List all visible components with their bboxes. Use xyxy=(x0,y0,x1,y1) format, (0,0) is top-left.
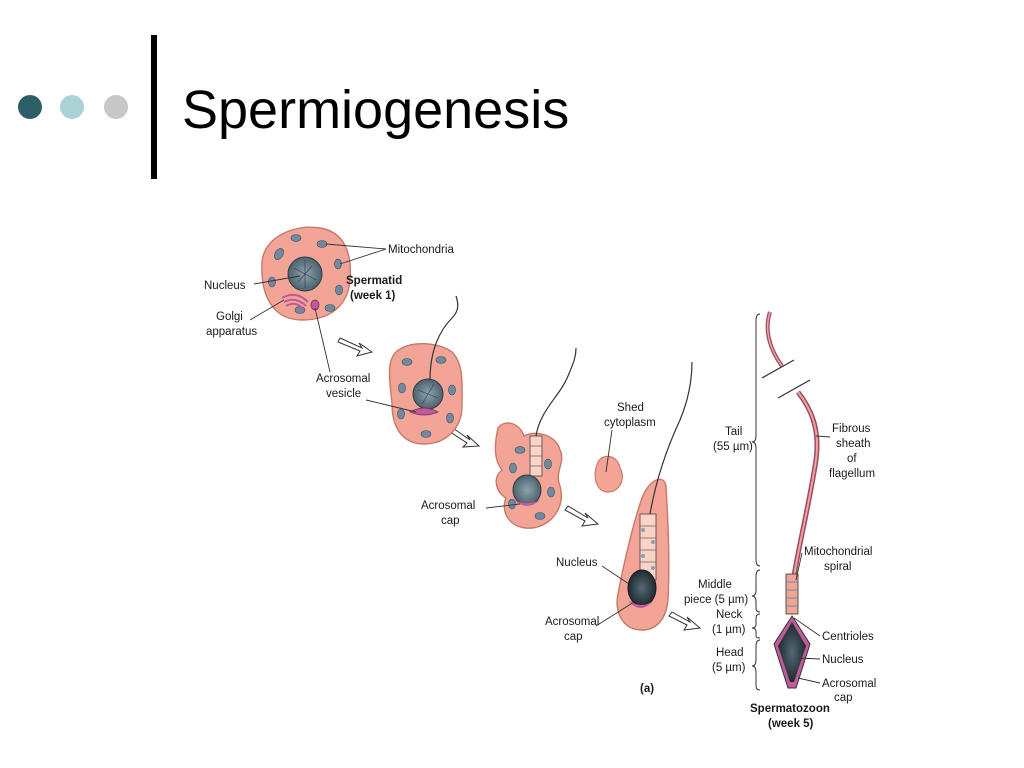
label-neck-2: (1 µm) xyxy=(712,624,746,636)
label-mito-spiral-1: Mitochondrial xyxy=(804,546,872,558)
label-golgi-2: apparatus xyxy=(206,326,257,338)
label-acrosomal-cap-b1: Acrosomal xyxy=(545,616,599,628)
slide-title: Spermiogenesis xyxy=(182,80,570,140)
label-tail-1: Tail xyxy=(725,426,742,438)
label-tail-2: (55 µm) xyxy=(713,441,753,453)
label-acrosomal-cap-c2: cap xyxy=(834,692,853,704)
label-middle-1: Middle xyxy=(698,579,732,591)
label-middle-2: piece (5 µm) xyxy=(684,594,748,606)
label-week5: (week 5) xyxy=(768,718,814,730)
stage3-nucleus xyxy=(512,474,542,506)
stage-arrows xyxy=(337,337,702,631)
label-head-1: Head xyxy=(716,647,744,659)
spermatozoon xyxy=(761,311,820,689)
stage4-flagellum xyxy=(649,361,693,515)
label-acrosomal-cap-b2: cap xyxy=(564,631,583,643)
label-head-2: (5 µm) xyxy=(712,662,746,674)
label-fibrous-2: sheath xyxy=(836,438,871,450)
leader-lines xyxy=(249,243,831,684)
label-shed-1: Shed xyxy=(617,402,644,414)
label-mitochondria: Mitochondria xyxy=(388,244,454,256)
label-neck-1: Neck xyxy=(716,609,742,621)
bullet-dot-1 xyxy=(18,95,42,119)
label-nucleus-1: Nucleus xyxy=(204,280,246,292)
label-acrosomal-cap-c1: Acrosomal xyxy=(822,678,876,690)
stage3-flagellum xyxy=(535,347,577,437)
label-nucleus-2: Nucleus xyxy=(556,557,598,569)
bullet-dot-3 xyxy=(104,95,128,119)
stage4-nucleus xyxy=(627,569,657,607)
stage4-cell xyxy=(616,361,693,631)
label-nucleus-3: Nucleus xyxy=(822,654,864,666)
bullet-dot-2 xyxy=(60,95,84,119)
stage3-cell xyxy=(494,347,623,529)
stage2-flagellum xyxy=(429,295,459,381)
label-acrosomal-vesicle-2: vesicle xyxy=(326,388,361,400)
label-fibrous-1: Fibrous xyxy=(832,423,871,435)
middle-piece xyxy=(785,573,799,615)
shed-cytoplasm xyxy=(594,455,623,493)
label-centrioles: Centrioles xyxy=(822,631,874,643)
label-acrosomal-cap-a1: Acrosomal xyxy=(421,500,475,512)
stage1-spermatid-cell xyxy=(261,226,352,321)
label-golgi-1: Golgi xyxy=(216,311,243,323)
label-spermatozoon: Spermatozoon xyxy=(750,703,830,715)
stage2-cell xyxy=(388,295,463,445)
label-acrosomal-cap-a2: cap xyxy=(441,515,460,527)
label-shed-2: cytoplasm xyxy=(604,417,656,429)
measurement-brackets xyxy=(751,313,761,691)
label-mito-spiral-2: spiral xyxy=(824,561,851,573)
stage1-golgi xyxy=(281,293,309,311)
label-acrosomal-vesicle-1: Acrosomal xyxy=(316,373,370,385)
label-spermatid: Spermatid xyxy=(346,275,402,287)
title-divider xyxy=(151,35,157,179)
label-fibrous-4: flagellum xyxy=(829,468,875,480)
label-fibrous-3: of xyxy=(847,453,857,465)
label-panel-a: (a) xyxy=(640,683,654,695)
label-week1: (week 1) xyxy=(350,290,396,302)
